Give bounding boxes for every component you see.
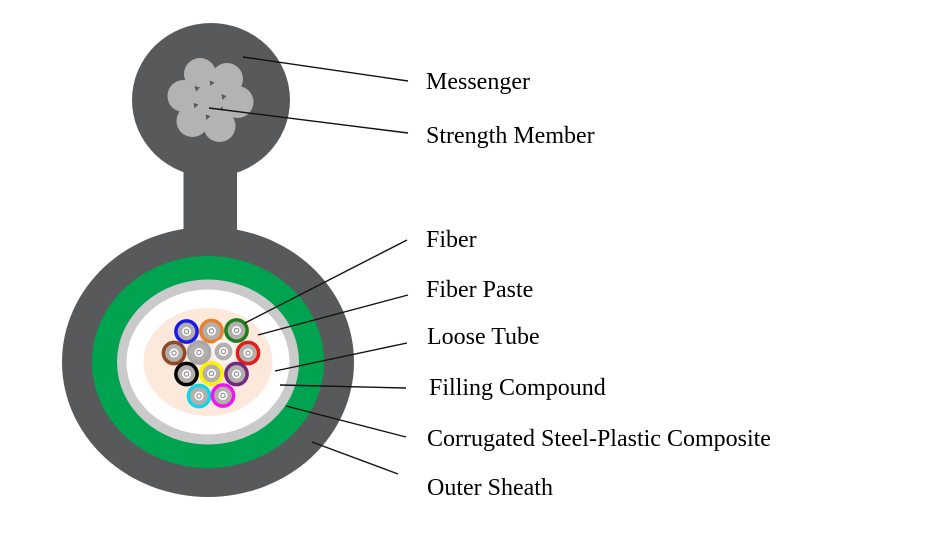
- strand-gap: [193, 103, 199, 109]
- fiber-cladding: [219, 347, 228, 356]
- strand: [167, 80, 200, 112]
- leader-line-loose-tube: [274, 342, 408, 372]
- cable-body: [62, 227, 354, 497]
- label-outer-sheath: Outer Sheath: [427, 475, 553, 501]
- messenger-section: [132, 23, 290, 245]
- fiber-core: [220, 392, 226, 399]
- loose-tube-slate: [186, 340, 212, 365]
- strand-gap: [205, 114, 211, 120]
- loose-tubes: [161, 318, 261, 409]
- loose-tube-blue: [174, 319, 199, 344]
- loose-tube-brown: [161, 340, 187, 366]
- label-fiber: Fiber: [426, 227, 477, 253]
- leader-lines: [208, 56, 409, 475]
- loose-tube-red: [235, 340, 261, 366]
- fiber-core: [183, 371, 190, 377]
- fiber-cladding: [207, 326, 216, 336]
- fiber-cladding: [232, 369, 241, 379]
- label-filling-compound: Filling Compound: [429, 375, 606, 401]
- strand-gap: [194, 86, 200, 92]
- fiber-core: [196, 349, 202, 356]
- fiber-core: [196, 393, 202, 399]
- loose-tube-orange: [199, 318, 224, 344]
- label-strength-member: Strength Member: [426, 123, 595, 149]
- strand-gap: [209, 80, 215, 86]
- fiber-cladding: [182, 327, 191, 336]
- fiber-cladding: [194, 348, 204, 357]
- fiber-core: [245, 350, 251, 356]
- label-messenger: Messenger: [426, 69, 530, 95]
- strength-member-strands: [167, 58, 254, 142]
- strand: [203, 110, 236, 142]
- fiber-cladding: [243, 348, 253, 358]
- label-corrugated: Corrugated Steel-Plastic Composite: [427, 426, 771, 452]
- leader-line-fiber: [244, 239, 408, 324]
- loose-tube-violet: [224, 361, 249, 387]
- strand-gap-marks: [193, 80, 227, 120]
- loose-tube-yellow: [199, 361, 224, 386]
- fiber-core: [208, 370, 215, 377]
- label-fiber-paste: Fiber Paste: [426, 277, 534, 303]
- fiber-cladding: [232, 326, 241, 335]
- leader-line-outer-sheath: [311, 441, 399, 475]
- label-loose-tube: Loose Tube: [427, 324, 540, 350]
- loose-tube-black: [174, 361, 199, 387]
- fiber-core: [233, 371, 240, 377]
- fiber-cladding: [182, 369, 191, 379]
- fiber-core: [233, 327, 240, 334]
- strand: [176, 105, 209, 137]
- strand-gap: [221, 94, 227, 100]
- leader-line-corrugated: [285, 405, 407, 438]
- fiber-core: [208, 328, 215, 334]
- fiber-core: [171, 350, 177, 356]
- loose-tube-white: [211, 339, 236, 364]
- loose-tube-aqua: [186, 383, 212, 409]
- fiber-cladding: [207, 369, 216, 378]
- fiber-cladding: [194, 391, 204, 401]
- strand: [184, 58, 216, 90]
- loose-tube-rose: [210, 383, 236, 408]
- fiber-cladding: [169, 348, 179, 358]
- loose-tube-green: [224, 318, 249, 343]
- leader-line-messenger: [242, 56, 409, 82]
- fiber-cladding: [218, 391, 228, 400]
- fiber-core: [183, 328, 190, 335]
- leader-line-filling-compound: [279, 384, 407, 389]
- leader-line-fiber-paste: [257, 294, 409, 336]
- leader-line-strength-member: [208, 107, 409, 134]
- fiber-core: [220, 348, 227, 355]
